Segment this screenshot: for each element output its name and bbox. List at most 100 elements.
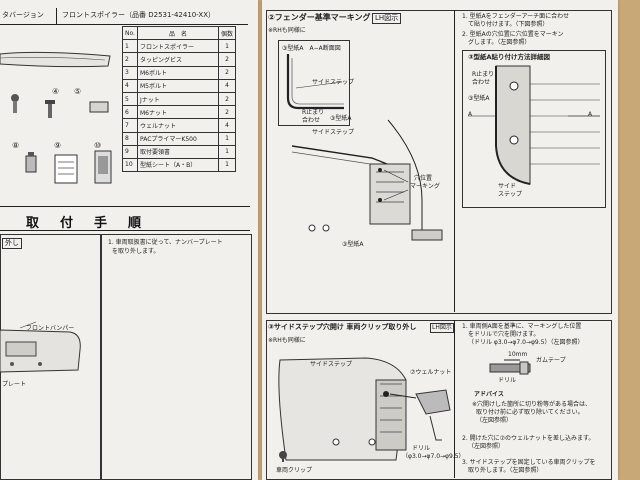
cross-section-box: [278, 40, 350, 126]
table-header-row: No. 品 名 個数: [122, 25, 237, 41]
table-cell: 4: [217, 78, 237, 93]
step3-text-4: 2. 開けた穴に⑦のウェルナットを差し込みます。: [462, 435, 595, 442]
side-step-label: サイドステップ: [312, 79, 355, 86]
part-marker-8: ⑧: [12, 141, 20, 150]
advice-line-2: 取り付け前に必ず取り除いてください。: [476, 409, 584, 416]
detail-template-label: ③型紙A: [468, 95, 490, 102]
table-cell: PACプライマーK500: [137, 131, 219, 146]
table-cell: 1: [217, 39, 237, 54]
step3-text-1: 1. 車両側A面を基準に、マーキングした位置: [462, 323, 582, 330]
table-cell: 2: [217, 65, 237, 80]
drill-label: ドリル: [412, 445, 431, 452]
advice-line-3: （左図参照）: [476, 417, 513, 424]
table-cell: 取付要領書: [137, 144, 219, 159]
table-cell: 2: [217, 52, 237, 67]
fender-drawing: [291, 119, 443, 241]
step2-lh-badge: LH図示: [372, 13, 402, 24]
step3-text-7: 取り外します。（左図参照）: [468, 467, 543, 474]
template-a-small-label: ③型紙A: [330, 115, 352, 122]
step2-box: [266, 10, 612, 314]
detail-a-left: A: [468, 111, 473, 118]
step2-text-1: 1. 型紙Aをフェンダーアーチ面に合わせ: [462, 13, 570, 20]
advice-line-1: ※穴開けした箇所に切り粉等がある場合は、: [472, 401, 592, 408]
detail-drawing: [468, 65, 600, 185]
align-label: 合わせ: [302, 117, 321, 124]
manual-icon: [54, 154, 78, 184]
table-cell: 4: [122, 78, 138, 93]
drill-bit-drawing: [489, 359, 531, 375]
cross-section-label: ③型紙A A−A断面図: [282, 45, 341, 52]
template-sheet-icon: [94, 150, 112, 184]
detail-side-step-2: ステップ: [498, 191, 523, 198]
step3-text-3: （ドリル φ3.0→φ7.0→φ9.5）（左図参照）: [468, 339, 584, 346]
table-cell: 1: [217, 144, 237, 159]
table-cell: M6ナット: [137, 105, 219, 120]
step2-rh-note: ※RHも同様に: [268, 27, 306, 34]
part-marker-9: ⑨: [54, 141, 62, 150]
primer-bottle-icon: [25, 152, 37, 173]
step2-text-2: て貼り付けます。（下図参照）: [468, 21, 549, 28]
table-cell: 9: [122, 144, 138, 159]
step2-title: ②フェンダー基準マーキング: [268, 13, 371, 22]
table-cell: 4: [217, 118, 237, 133]
step1-tab: 外し: [2, 238, 22, 249]
template-a-label: ③型紙A: [342, 241, 364, 248]
cross-section-drawing: [286, 54, 344, 110]
clip-label: 車両クリップ: [276, 467, 313, 474]
advice-title: アドバイス: [474, 391, 504, 398]
table-cell: 型紙シート（A・B）: [137, 157, 219, 173]
step2-text-3: 2. 型紙Aの穴位置に穴位置をマーキン: [462, 31, 564, 38]
step3-text-2: をドリルで穴を開けます。: [468, 331, 540, 338]
side-step-drawing: [278, 357, 451, 461]
detail-r-stop-label: R止まり: [472, 71, 495, 78]
table-cell: 6: [122, 105, 138, 120]
table-cell: 2: [217, 105, 237, 120]
step2-text-4: グします。（左図参照）: [468, 39, 531, 46]
step1-text-1: 1. 車両取扱書に従って、ナンバープレート: [108, 239, 223, 246]
table-cell: 2: [122, 52, 138, 67]
step3-title: ③サイドステップ穴開け 車両クリップ取り外し: [268, 323, 417, 331]
table-header: No.: [122, 25, 138, 41]
side-step-label-2: サイドステップ: [312, 129, 355, 136]
drill-small-label: ドリル: [498, 377, 517, 384]
dim-10mm-label: 10mm: [508, 351, 528, 358]
part-marker-5: ⑤: [74, 87, 82, 96]
right-page: ②フェンダー基準マーキング LH図示 ※RHも同様に ③型紙A A−A断面図 サ…: [262, 0, 618, 480]
drill-spec-label: （φ3.0→φ7.0→φ9.5）: [402, 453, 465, 460]
table-cell: 3: [122, 65, 138, 80]
detail-side-step-1: サイド: [498, 183, 517, 190]
plate-label: プレート: [2, 381, 27, 388]
table-cell: 10: [122, 157, 138, 173]
screw-icon: [45, 100, 55, 118]
gum-tape-label: ガムテープ: [536, 357, 566, 364]
table-header: 個数: [217, 25, 237, 41]
detail-box: [462, 50, 606, 208]
step3-rh-note: ※RHも同様に: [268, 337, 306, 344]
spoiler-illustration: [0, 51, 111, 68]
detail-a-right: A: [588, 111, 593, 118]
step3-lh-badge: LH図示: [430, 323, 454, 333]
side-step-3-label: サイドステップ: [310, 361, 353, 368]
left-page: タバージョン フロントスポイラー（品番 D2531-42410-XX） ④ ⑤ …: [0, 0, 258, 480]
table-cell: 1: [217, 131, 237, 146]
part-marker-10: ⑩: [94, 141, 102, 150]
table-cell: 8: [122, 131, 138, 146]
product-name-label: フロントスポイラー（品番 D2531-42410-XX）: [62, 11, 215, 19]
r-stop-label: R止まり: [302, 109, 325, 116]
table-cell: 1: [217, 157, 237, 173]
hole-marking-label-1: 穴位置: [414, 175, 433, 182]
hole-marking-label-2: マーキング: [410, 183, 440, 190]
step3-text-6: 3. サイドステップを固定している車両クリップを: [462, 459, 596, 466]
bolt-icon: [11, 94, 19, 113]
table-cell: 7: [122, 118, 138, 133]
front-bumper-illustration: [0, 321, 81, 373]
table-cell: 5: [122, 91, 138, 107]
table-cell: Jナット: [137, 91, 219, 107]
